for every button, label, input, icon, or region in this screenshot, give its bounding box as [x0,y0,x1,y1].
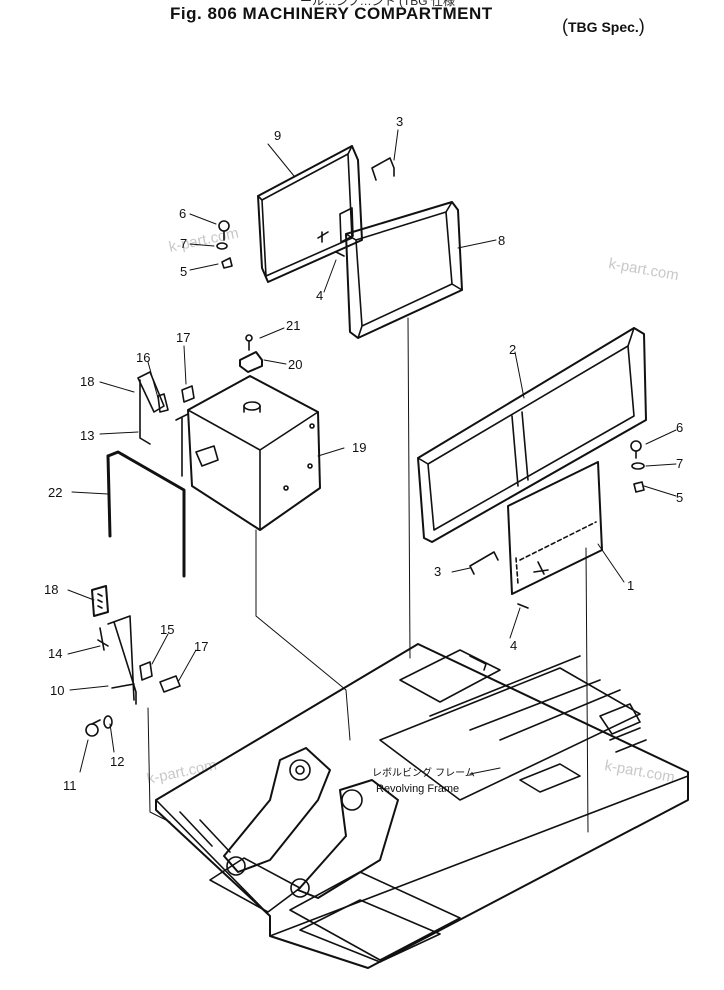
callout-3: 3 [434,564,441,579]
callout-13: 13 [80,428,94,443]
callout-8: 8 [498,233,505,248]
part-10-18-lower [85,585,181,737]
part-9-door-seal [257,145,363,283]
spec-label: TBG Spec. [568,19,639,35]
part-8-frame [345,201,463,339]
callout-18: 18 [80,374,94,389]
callout-11: 11 [63,778,77,793]
part-3-handle-upper [371,157,395,181]
callout-17: 17 [176,330,190,345]
callout-6: 6 [179,206,186,221]
watermark: k-part.com [167,225,240,256]
figure-number: Fig. 806 [170,4,238,23]
callout-1: 1 [627,578,634,593]
part-2-large-frame [417,327,647,543]
callout-21: 21 [286,318,300,333]
callout-7: 7 [676,456,683,471]
callout-5: 5 [180,264,187,279]
callout-labels: 1 2 3 3 4 4 5 5 6 6 7 7 8 9 10 11 12 13 … [44,114,683,793]
part-1-door-panel [507,461,603,595]
callout-19: 19 [352,440,366,455]
watermark: k-part.com [145,757,218,788]
callout-10: 10 [50,683,64,698]
leader-lines [67,129,677,833]
callout-5: 5 [676,490,683,505]
figure-spec: (TBG Spec.) [562,16,645,36]
callout-2: 2 [509,342,516,357]
callout-4: 4 [316,288,323,303]
part-3-handle-lower [469,551,529,609]
part-22-rod-frame [106,450,186,578]
callout-9: 9 [274,128,281,143]
frame-label-jp: レボルビング フレーム [372,766,475,779]
callout-12: 12 [110,754,124,769]
part-20-21-cap [239,334,263,373]
callout-17: 17 [194,639,208,654]
figure-heading: Fig. 806 MACHINERY COMPARTMENT [170,4,493,24]
title-japanese: ール…ンブ…ント (TBG 仕様 [300,0,455,8]
callout-22: 22 [48,485,62,500]
callout-6: 6 [676,420,683,435]
fasteners-upper [216,220,345,269]
callout-4: 4 [510,638,517,653]
figure-name: MACHINERY COMPARTMENT [242,4,493,23]
fasteners-right [630,440,645,493]
callout-15: 15 [160,622,174,637]
part-19-box [187,375,321,531]
watermark: k-part.com [607,255,680,284]
part-13-18-brackets [137,371,195,477]
callout-20: 20 [288,357,302,372]
callout-3: 3 [396,114,403,129]
callout-7: 7 [180,236,187,251]
figure-title: ール…ンブ…ント (TBG 仕様 Fig. 806 MACHINERY COMP… [0,0,724,36]
callout-18: 18 [44,582,58,597]
revolving-frame [155,643,689,969]
callout-16: 16 [136,350,150,365]
callout-14: 14 [48,646,62,661]
frame-label-en: Revolving Frame [376,783,459,795]
